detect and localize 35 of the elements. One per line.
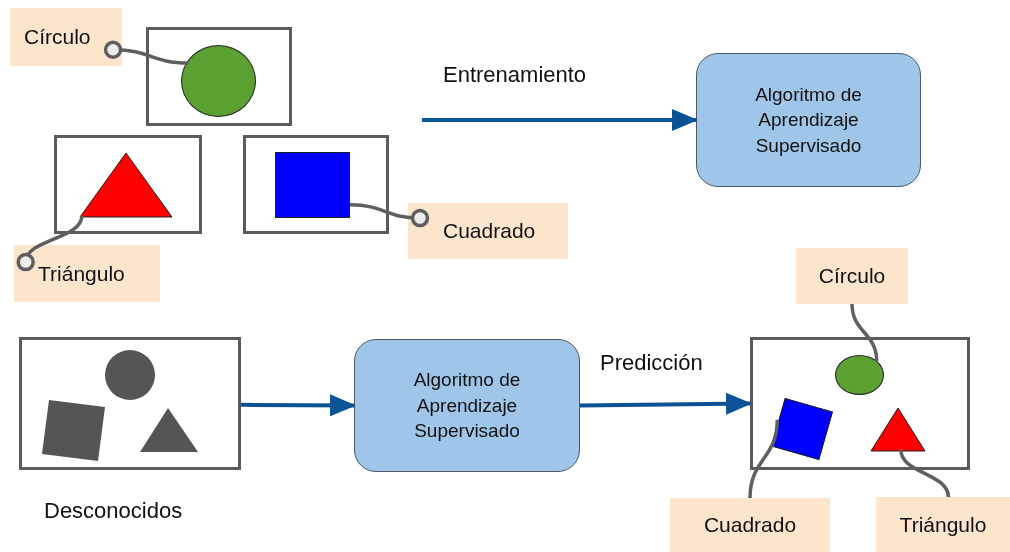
label-text: Círculo: [24, 25, 91, 49]
label-text: Triángulo: [38, 261, 125, 286]
image-frame: [750, 337, 970, 470]
leader-line: [16, 215, 84, 272]
caption-text: Desconocidos: [44, 498, 183, 524]
image-frame: [19, 337, 241, 470]
process-text: Algoritmo de Aprendizaje Supervisado: [754, 82, 863, 158]
leader-line: [748, 419, 779, 499]
leader-line: [349, 203, 430, 228]
label-tag: [14, 245, 160, 302]
image-frame: [54, 135, 202, 234]
label-tag: [10, 8, 122, 66]
leader-line: [850, 303, 879, 362]
triangle-shape: [79, 152, 173, 218]
arrow: [241, 394, 356, 417]
label-text: Triángulo: [899, 512, 987, 537]
label-tag: [796, 248, 908, 304]
process-box: [354, 339, 580, 472]
square-shape: [275, 152, 350, 218]
label-tag: [670, 498, 830, 552]
label-text: Cuadrado: [703, 513, 797, 537]
leader-line: [103, 40, 189, 65]
label-tag: [408, 203, 568, 259]
arrow: [422, 109, 698, 131]
label-tag: [876, 497, 1010, 552]
process-text: Algoritmo de Aprendizaje Supervisado: [412, 368, 522, 444]
leader-line: [899, 449, 951, 498]
label-text: Círculo: [818, 264, 886, 288]
process-box: [696, 53, 921, 187]
arrow: [579, 392, 752, 415]
image-frame: [146, 27, 292, 126]
label-text: Cuadrado: [443, 219, 536, 243]
circle-shape: [835, 355, 884, 395]
image-frame: [243, 135, 389, 234]
triangle-shape: [870, 407, 926, 452]
